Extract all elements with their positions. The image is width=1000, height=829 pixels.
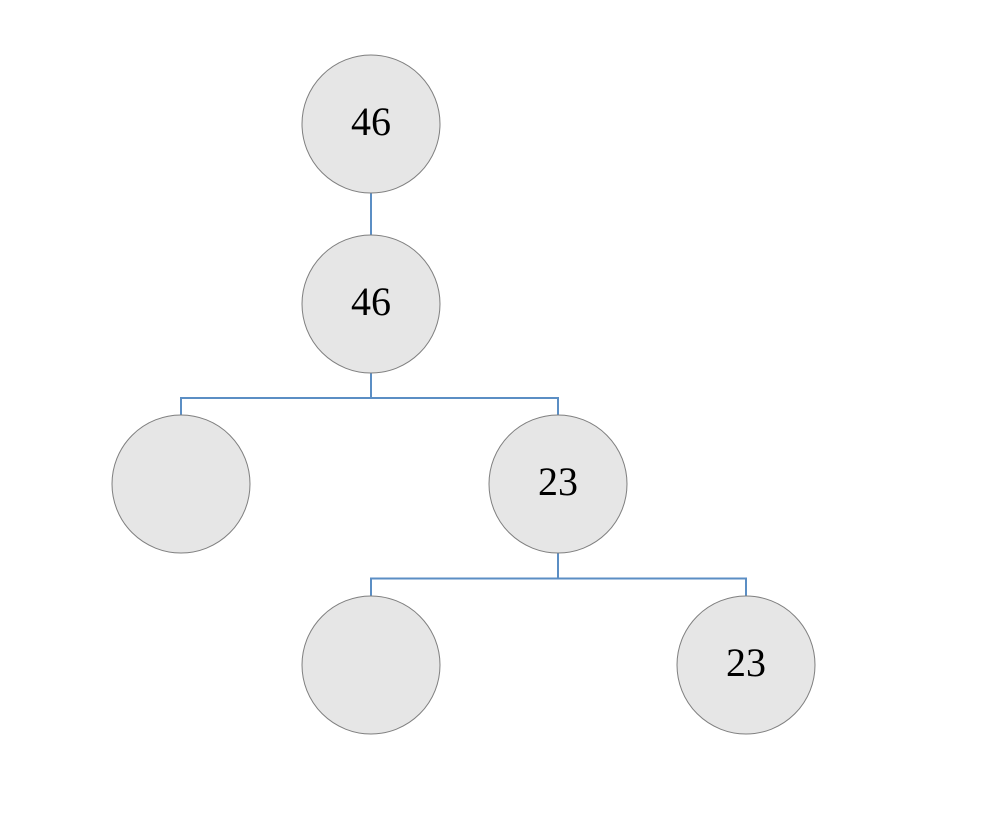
tree-node-n2: 46 bbox=[301, 234, 441, 374]
connector-n2-n3 bbox=[180, 373, 372, 415]
node-value-label: 23 bbox=[726, 640, 766, 685]
node-circle bbox=[301, 234, 441, 374]
tree-node-n1: 46 bbox=[301, 54, 441, 194]
node-value-label: 46 bbox=[351, 99, 391, 144]
node-circle bbox=[488, 414, 628, 554]
tree-node-n6: 23 bbox=[676, 595, 816, 735]
node-circle bbox=[111, 414, 251, 554]
connectors-layer bbox=[180, 193, 747, 596]
node-value-label: 46 bbox=[351, 279, 391, 324]
connector-n4-n5 bbox=[370, 553, 559, 596]
tree-node-n5 bbox=[301, 595, 441, 735]
tree-node-n4: 23 bbox=[488, 414, 628, 554]
node-circle bbox=[301, 595, 441, 735]
nodes-layer: 46 46 23 23 bbox=[111, 54, 816, 735]
node-value-label: 23 bbox=[538, 459, 578, 504]
connector-n2-n4 bbox=[370, 373, 559, 415]
node-circle bbox=[676, 595, 816, 735]
tree-node-n3 bbox=[111, 414, 251, 554]
connector-n4-n6 bbox=[557, 553, 747, 596]
node-circle bbox=[301, 54, 441, 194]
